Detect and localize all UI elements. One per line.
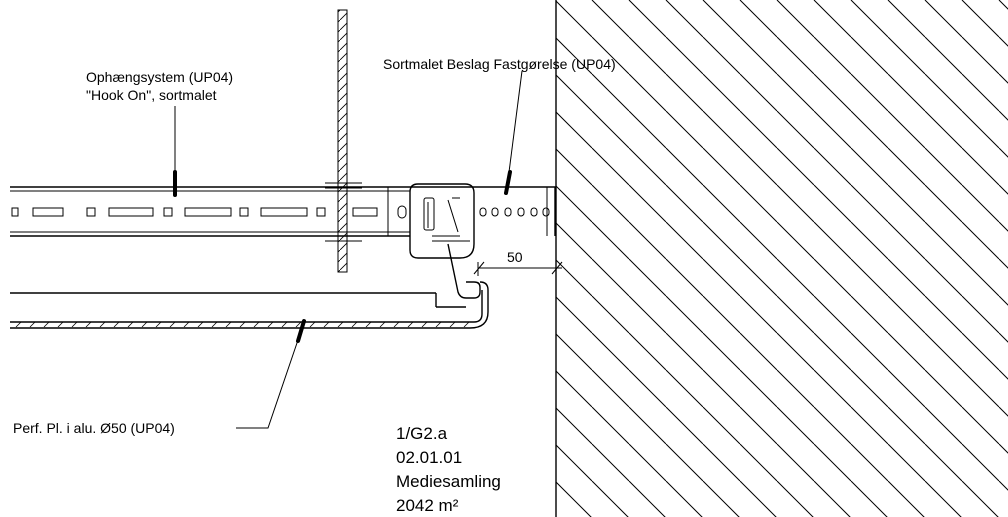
label-bracket: Sortmalet Beslag Fastgørelse (UP04) <box>383 56 616 72</box>
wall-bracket <box>409 183 481 299</box>
hanger-rod <box>325 9 362 273</box>
label-hook-on: "Hook On", sortmalet <box>86 87 217 103</box>
dimension-50: 50 <box>473 249 563 276</box>
label-suspension-system: Ophængsystem (UP04) <box>86 69 233 85</box>
title-name: Mediesamling <box>396 472 501 491</box>
leader-panel <box>236 319 306 429</box>
title-code: 02.01.01 <box>396 448 462 467</box>
rail-slots <box>11 205 550 219</box>
ceiling-panel <box>10 281 489 329</box>
dimension-value: 50 <box>507 249 523 265</box>
label-panel: Perf. Pl. i alu. Ø50 (UP04) <box>13 420 175 436</box>
title-ref: 1/G2.a <box>396 424 448 443</box>
title-area: 2042 m² <box>396 496 459 515</box>
leader-bracket <box>504 70 523 195</box>
title-block: 1/G2.a 02.01.01 Mediesamling 2042 m² <box>388 418 548 517</box>
suspension-rail <box>10 186 556 237</box>
wall <box>555 0 1008 517</box>
